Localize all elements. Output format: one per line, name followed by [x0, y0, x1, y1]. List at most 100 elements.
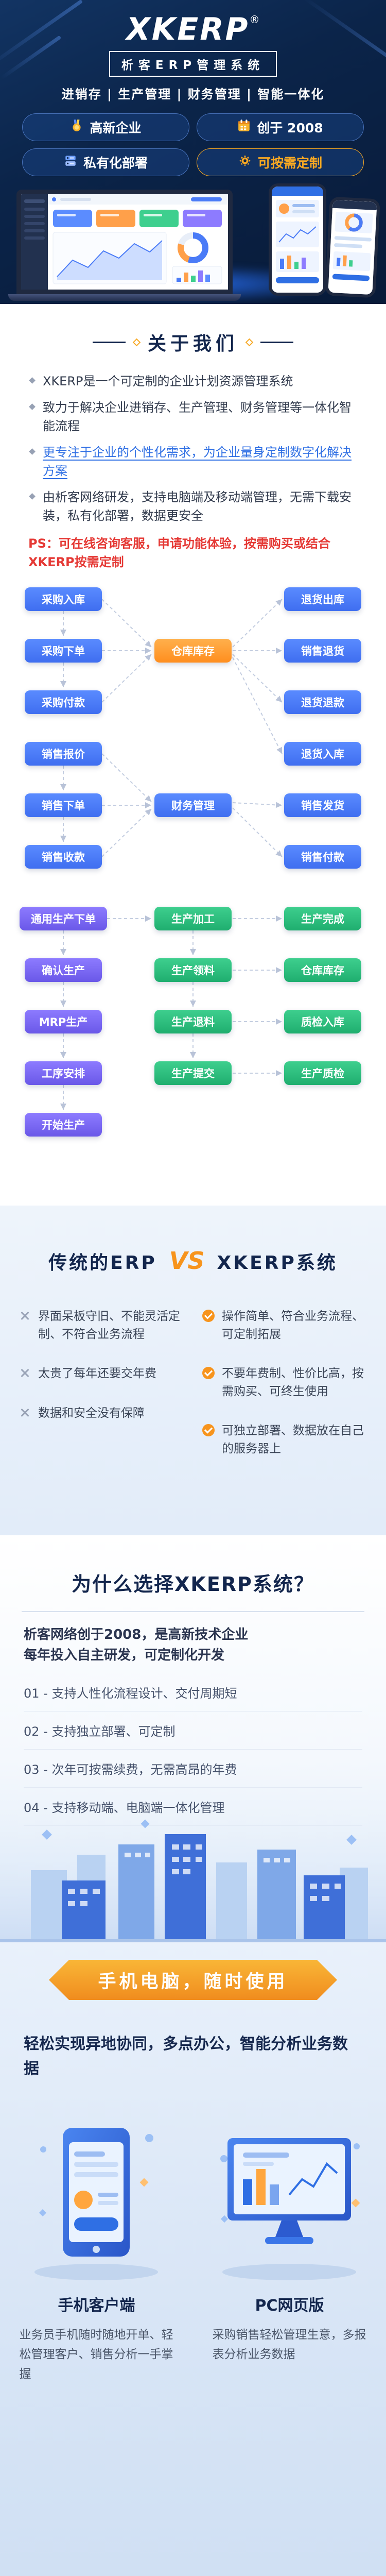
ps-note: PS：可在线咨询客服，申请功能体验，按需购买或结合XKERP按需定制 [28, 536, 330, 569]
vs-title-right: XKERP系统 [217, 1252, 338, 1274]
badge-founded-2008: 创于 2008 [197, 113, 364, 141]
check-icon [202, 1424, 215, 1436]
badge-customizable: 可按需定制 [197, 148, 364, 176]
calendar-icon [237, 119, 251, 135]
vs-columns: 界面呆板守旧、不能灵活定制、不符合业务流程 太贵了每年还要交年费 数据和安全没有… [19, 1308, 367, 1479]
vs-label: VS [169, 1247, 205, 1275]
flow-node: 退货出库 [284, 587, 361, 611]
flow-node: 生产退料 [154, 1010, 232, 1033]
why-section: 为什么选择XKERP系统？ 析客网络创于2008，是高新技术企业 每年投入自主研… [0, 1535, 386, 1942]
card-title: 手机客户端 [58, 2297, 135, 2315]
card-desc: 采购销售轻松管理生意，多报表分析业务数据 [212, 2328, 366, 2361]
badge-label: 私有化部署 [83, 156, 148, 171]
title-line [92, 341, 126, 343]
flow-node: MRP生产 [25, 1010, 102, 1033]
brand-logo: XKERP [126, 11, 250, 47]
pros-text: 可独立部署、数据放在自己的服务器上 [222, 1424, 364, 1455]
why-intro-line-2: 每年投入自主研发，可定制化开发 [24, 1648, 225, 1664]
card-desc: 业务员手机随时随地开单、轻松管理客户、销售分析一手掌握 [19, 2328, 173, 2381]
about-section: 关于我们 XKERP是一个可定制的企业计划资源管理系统 致力于解决企业进销存、生… [0, 304, 386, 572]
flow-node: 采购入库 [25, 587, 102, 611]
laptop-screenshot [8, 190, 241, 301]
check-icon [202, 1310, 215, 1322]
flow-node: 销售付款 [284, 845, 361, 869]
bottom-section: 手机电脑，随时使用 轻松实现异地协同，多点办公，智能分析业务数据 [0, 1942, 386, 2576]
flow-connectors [60, 599, 283, 1110]
product-screenshots [0, 182, 386, 304]
gear-icon [238, 154, 252, 171]
pros-column: 操作简单、符合业务流程、可定制拓展 不要年费制、性价比高，按需购买、可终生使用 … [202, 1308, 367, 1479]
x-icon [19, 1406, 31, 1419]
badge-label: 创于 2008 [257, 121, 323, 135]
flow-node: 销售收款 [25, 845, 102, 869]
check-icon [202, 1367, 215, 1379]
diamond-icon [132, 338, 141, 346]
banner-ribbon: 手机电脑，随时使用 [49, 1960, 337, 2000]
cons-text: 数据和安全没有保障 [38, 1406, 145, 1420]
cons-item: 数据和安全没有保障 [19, 1404, 184, 1422]
flow-node: 确认生产 [25, 958, 102, 982]
pros-item: 不要年费制、性价比高，按需购买、可终生使用 [202, 1365, 367, 1400]
cons-item: 太贵了每年还要交年费 [19, 1365, 184, 1383]
cons-text: 太贵了每年还要交年费 [38, 1367, 156, 1380]
laptop-base [8, 294, 241, 301]
about-point: 致力于解决企业进销存、生产管理、财务管理等一体化智能流程 [28, 398, 358, 435]
mobile-app-screenshot [328, 199, 377, 295]
feature-badges: 高新企业 创于 2008 私有化部署 可按需定制 [22, 113, 364, 176]
flow-node: 生产提交 [154, 1061, 232, 1085]
brand-logo-row: XKERP® [0, 13, 386, 46]
flow-node: 质检入库 [284, 1010, 361, 1033]
about-title: 关于我们 [147, 333, 238, 354]
bottom-intro: 轻松实现异地协同，多点办公，智能分析业务数据 [24, 2035, 348, 2078]
flow-node: 财务管理 [154, 793, 232, 817]
flow-node: 退货入库 [284, 742, 361, 766]
card-mobile-client: 手机客户端 业务员手机随时随地开单、轻松管理客户、销售分析一手掌握 [0, 2102, 193, 2384]
flow-node: 生产质检 [284, 1061, 361, 1085]
flow-node: 仓库库存 [154, 639, 232, 663]
cons-column: 界面呆板守旧、不能灵活定制、不符合业务流程 太贵了每年还要交年费 数据和安全没有… [19, 1308, 184, 1479]
vs-title: 传统的ERP VS XKERP系统 [0, 1247, 386, 1275]
phone-illustration [34, 2128, 158, 2280]
banner-text: 手机电脑，随时使用 [98, 1971, 288, 1992]
flow-node: 生产领料 [154, 958, 232, 982]
card-pc-web: PC网页版 采购销售轻松管理生意，多报表分析业务数据 [193, 2102, 386, 2384]
medal-icon [70, 119, 83, 135]
flow-node: 采购下单 [25, 639, 102, 663]
diamond-icon [245, 338, 254, 346]
why-item: 01 - 支持人性化流程设计、交付周期短 [24, 1673, 362, 1711]
badge-label: 高新企业 [90, 121, 142, 135]
flow-node: 退货退款 [284, 690, 361, 714]
divider-line [22, 1611, 364, 1612]
flow-node: 销售发货 [284, 793, 361, 817]
dashboard-screenshot [21, 194, 228, 290]
title-line [260, 341, 293, 343]
why-item: 03 - 次年可按需续费，无需高昂的年费 [24, 1750, 362, 1788]
card-title: PC网页版 [255, 2297, 324, 2315]
city-illustration [0, 1814, 386, 1942]
why-title: 为什么选择XKERP系统？ [72, 1573, 314, 1596]
pros-item: 可独立部署、数据放在自己的服务器上 [202, 1422, 367, 1458]
phone-screenshot-1 [269, 183, 326, 296]
badge-private-deployment: 私有化部署 [22, 148, 189, 176]
why-item: 02 - 支持独立部署、可定制 [24, 1711, 362, 1750]
vs-section: 传统的ERP VS XKERP系统 界面呆板守旧、不能灵活定制、不符合业务流程 … [0, 1206, 386, 1535]
flow-section: 采购入库 采购下单 采购付款 销售报价 销售下单 销售收款 通用生产下单 确认生… [0, 572, 386, 1206]
laptop-screen [16, 190, 233, 294]
flow-node: 开始生产 [25, 1113, 102, 1137]
bottom-cards: 手机客户端 业务员手机随时随地开单、轻松管理客户、销售分析一手掌握 [0, 2102, 386, 2384]
x-icon [19, 1367, 31, 1379]
product-subtitle: 析客ERP管理系统 [109, 51, 277, 77]
flow-node: 采购付款 [25, 690, 102, 714]
cons-item: 界面呆板守旧、不能灵活定制、不符合业务流程 [19, 1308, 184, 1343]
flow-node: 生产完成 [284, 907, 361, 930]
hero-section: XKERP® 析客ERP管理系统 进销存 | 生产管理 | 财务管理 | 智能一… [0, 0, 386, 304]
hero-tagline: 进销存 | 生产管理 | 财务管理 | 智能一体化 [61, 87, 325, 101]
phone-screenshot-2 [325, 196, 380, 298]
flow-node: 工序安排 [25, 1061, 102, 1085]
server-icon [64, 154, 77, 171]
x-icon [19, 1310, 31, 1322]
mobile-app-screenshot [272, 187, 323, 293]
vs-title-left: 传统的ERP [48, 1252, 157, 1274]
flow-node: 销售退货 [284, 639, 361, 663]
flow-node: 仓库库存 [284, 958, 361, 982]
